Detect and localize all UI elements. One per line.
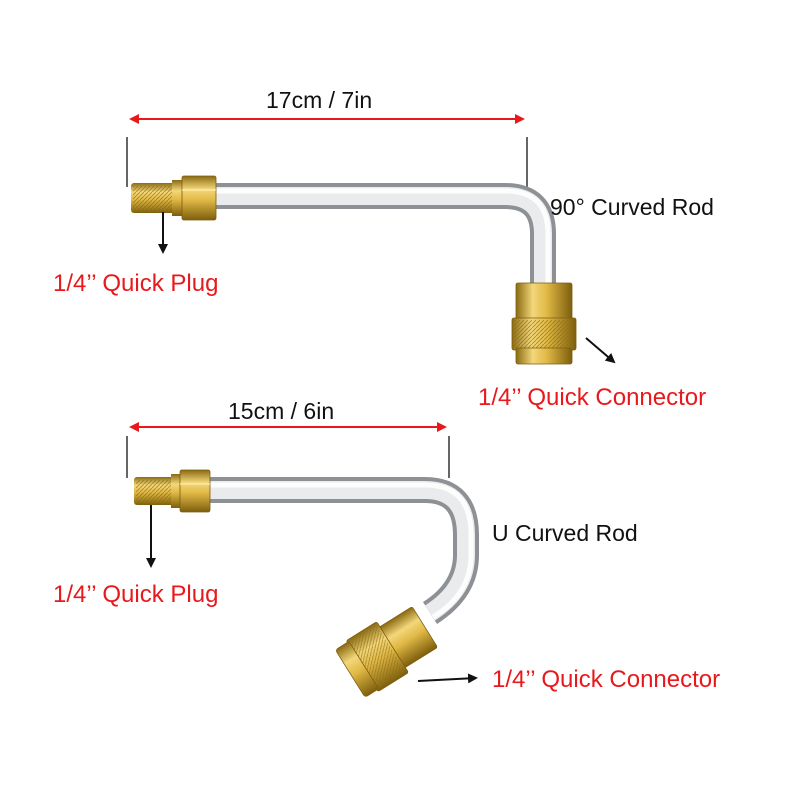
quick-connector-fitting	[511, 282, 577, 365]
rod-90-curved	[126, 114, 616, 365]
rod-2-plug-label: 1/4’’ Quick Plug	[53, 581, 219, 608]
rod-1-connector-label: 1/4’’ Quick Connector	[478, 384, 707, 411]
rod-1-name: 90° Curved Rod	[550, 194, 714, 220]
rod-1-length-label: 17cm / 7in	[266, 87, 373, 113]
chrome-tube	[208, 477, 479, 624]
connector-pointer-arrow	[417, 673, 478, 684]
rod-2-connector-label: 1/4’’ Quick Connector	[492, 666, 721, 693]
rod-2-name: U Curved Rod	[492, 520, 638, 546]
rod-1-plug-label: 1/4’’ Quick Plug	[53, 270, 219, 297]
quick-connector-fitting	[336, 606, 438, 697]
quick-plug-fitting	[131, 175, 217, 221]
quick-plug-fitting	[134, 469, 211, 513]
rod-u-curved	[126, 422, 479, 697]
rod-2-length-label: 15cm / 6in	[228, 398, 335, 424]
chrome-tube	[214, 183, 556, 290]
connector-pointer-arrow	[585, 337, 616, 364]
